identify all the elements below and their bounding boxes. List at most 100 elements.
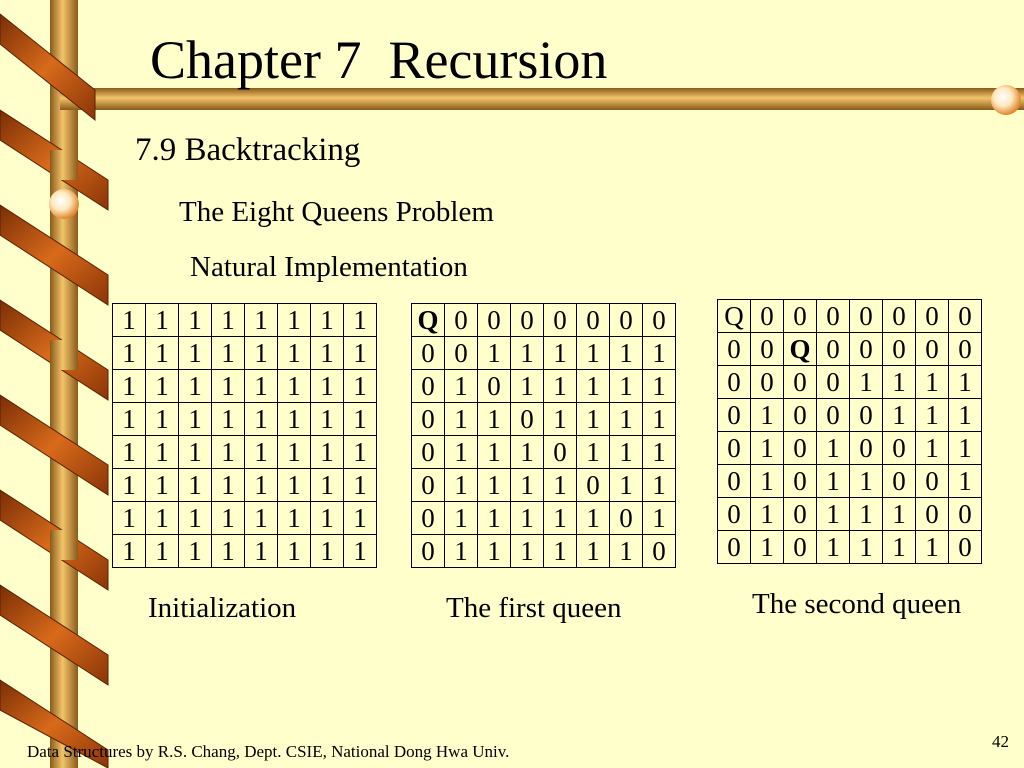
- pearl-ornament: [991, 85, 1021, 115]
- board-cell: 1: [609, 402, 643, 436]
- board-cell: 0: [411, 534, 445, 568]
- pearl-ornament: [49, 189, 79, 219]
- board-cell: 1: [244, 303, 278, 337]
- board-cell: 1: [915, 530, 949, 564]
- board-cell: 1: [849, 365, 883, 399]
- board-cell: 1: [112, 468, 146, 502]
- board-cell: 1: [310, 303, 344, 337]
- queen-cell: Q: [783, 332, 817, 366]
- implementation-title: Natural Implementation: [190, 251, 468, 283]
- caption-first-queen: The first queen: [446, 592, 622, 624]
- board-cell: 1: [642, 336, 676, 370]
- board-cell: 1: [576, 435, 610, 469]
- board-cell: 1: [145, 336, 179, 370]
- board-cell: 0: [411, 336, 445, 370]
- board-cell: 1: [277, 303, 311, 337]
- board-cell: 1: [576, 369, 610, 403]
- board-cell: 1: [543, 369, 577, 403]
- board-cell: 1: [915, 398, 949, 432]
- board-cell: 0: [816, 299, 850, 333]
- page-number: 42: [992, 732, 1009, 751]
- board-cell: 1: [211, 303, 245, 337]
- board-cell: 1: [145, 435, 179, 469]
- board-cell: 1: [310, 369, 344, 403]
- board-cell: 1: [642, 468, 676, 502]
- board-cell: 0: [915, 332, 949, 366]
- board-cell: 1: [576, 501, 610, 535]
- board-cell: 1: [510, 336, 544, 370]
- board-cell: 1: [343, 402, 377, 436]
- board-cell: 1: [849, 464, 883, 498]
- board-cell: 0: [477, 303, 511, 337]
- queen-cell: Q: [717, 299, 751, 333]
- board-cell: 1: [178, 303, 212, 337]
- board-cell: 0: [750, 299, 784, 333]
- board-cell: 1: [211, 369, 245, 403]
- board-cell: 0: [411, 435, 445, 469]
- caption-second-queen: The second queen: [752, 588, 962, 620]
- board-cell: 0: [948, 332, 982, 366]
- board-cell: 1: [477, 501, 511, 535]
- board-cell: 1: [211, 534, 245, 568]
- board-cell: 1: [145, 369, 179, 403]
- board-cell: 1: [310, 468, 344, 502]
- board-cell: 0: [915, 497, 949, 531]
- board-cell: 1: [277, 468, 311, 502]
- board-cell: 0: [411, 369, 445, 403]
- board-cell: 1: [915, 365, 949, 399]
- board-cell: 1: [244, 534, 278, 568]
- board-cell: 1: [750, 530, 784, 564]
- board-cell: 1: [112, 303, 146, 337]
- board-cell: 0: [609, 501, 643, 535]
- board-cell: 1: [915, 431, 949, 465]
- board-cell: 0: [849, 398, 883, 432]
- board-cell: 1: [178, 468, 212, 502]
- board-cell: 1: [609, 336, 643, 370]
- board-cell: 1: [444, 534, 478, 568]
- board-cell: 1: [310, 501, 344, 535]
- board-cell: 0: [849, 332, 883, 366]
- board-cell: 1: [543, 501, 577, 535]
- board-cell: 0: [783, 398, 817, 432]
- board-cell: 0: [411, 501, 445, 535]
- board-cell: 1: [477, 435, 511, 469]
- board-cell: 0: [783, 497, 817, 531]
- board-cell: 1: [343, 468, 377, 502]
- board-cell: 1: [444, 402, 478, 436]
- board-cell: 0: [543, 435, 577, 469]
- board-cell: 0: [816, 398, 850, 432]
- board-cell: 0: [750, 365, 784, 399]
- board-cell: 0: [609, 303, 643, 337]
- board-cell: 1: [211, 501, 245, 535]
- board-cell: 1: [444, 501, 478, 535]
- caption-initialization: Initialization: [148, 592, 297, 624]
- board-cell: 1: [178, 336, 212, 370]
- board-cell: 1: [277, 501, 311, 535]
- board-cell: 1: [112, 435, 146, 469]
- board-cell: 0: [510, 402, 544, 436]
- board-cell: 0: [576, 468, 610, 502]
- board-cell: 1: [244, 402, 278, 436]
- board-cell: 1: [816, 464, 850, 498]
- board-cell: 1: [277, 534, 311, 568]
- board-cell: 1: [310, 435, 344, 469]
- board-cell: 1: [112, 402, 146, 436]
- board-cell: 0: [444, 303, 478, 337]
- board-cell: 1: [543, 402, 577, 436]
- board-cell: 1: [576, 534, 610, 568]
- board-cell: 1: [178, 435, 212, 469]
- board-cell: 0: [816, 365, 850, 399]
- board-cell: 0: [783, 530, 817, 564]
- board-cell: 1: [642, 501, 676, 535]
- board-cell: 1: [277, 435, 311, 469]
- board-cell: 1: [642, 369, 676, 403]
